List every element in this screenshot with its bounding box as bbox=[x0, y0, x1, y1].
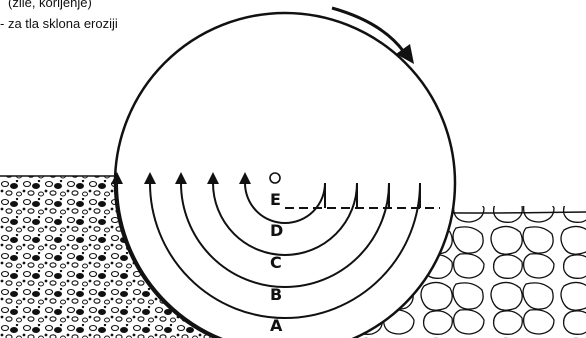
caption-line-2: - za tla sklona eroziji bbox=[0, 16, 118, 31]
layer-labels: E D C B A bbox=[270, 190, 283, 335]
wheel-circle bbox=[113, 11, 457, 338]
arc-arrowheads bbox=[111, 172, 251, 184]
label-a: A bbox=[270, 316, 283, 335]
arc-layer-b bbox=[180, 182, 390, 288]
label-b: B bbox=[270, 285, 282, 304]
arrowhead-b bbox=[175, 172, 187, 184]
label-e: E bbox=[270, 190, 281, 209]
arc-layer-d bbox=[244, 182, 326, 224]
label-d: D bbox=[270, 221, 283, 240]
arc-outer bbox=[116, 182, 223, 338]
penetration-arcs bbox=[116, 182, 421, 338]
caption-line-1: (zile, korijenje) bbox=[8, 0, 92, 10]
rotation-arrow-shaft bbox=[331, 6, 406, 53]
rotation-arrow-head bbox=[396, 44, 414, 64]
arrowhead-d bbox=[239, 172, 251, 184]
arrowhead-outer bbox=[111, 172, 123, 184]
arrowhead-c bbox=[207, 172, 219, 184]
arc-layer-a bbox=[149, 182, 421, 319]
center-marker-circle bbox=[269, 172, 281, 184]
rotation-arrow bbox=[331, 6, 414, 64]
label-c: C bbox=[270, 253, 282, 272]
arrowhead-a bbox=[144, 172, 156, 184]
arc-layer-c bbox=[212, 182, 358, 256]
